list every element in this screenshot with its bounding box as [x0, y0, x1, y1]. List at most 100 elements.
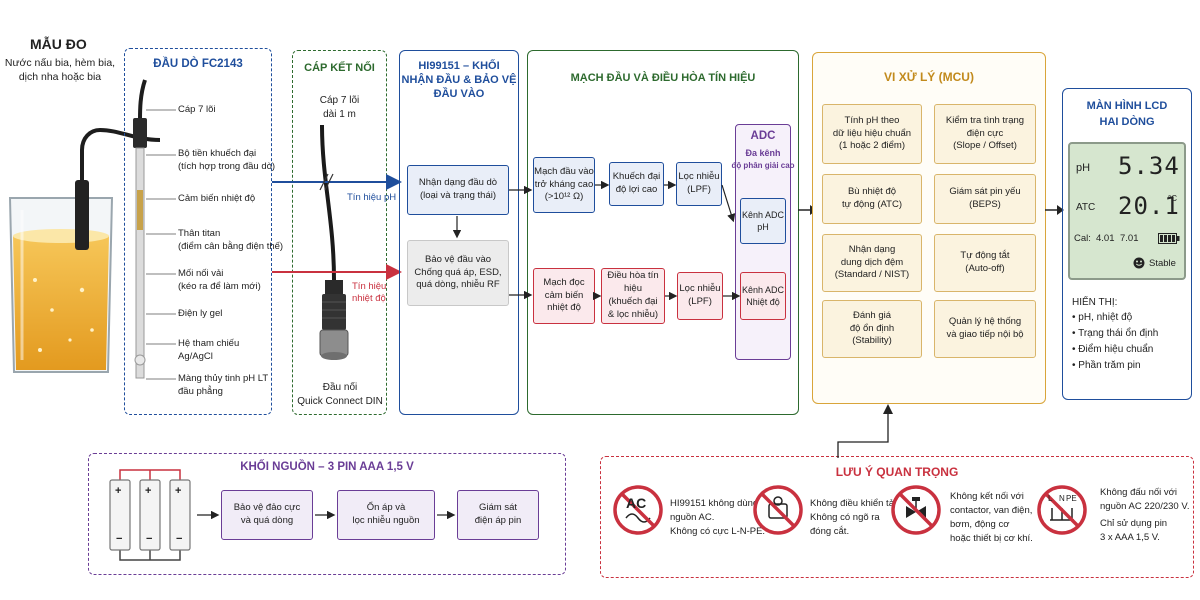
temp-conditioning-box: Điều hòa tín hiệu (khuếch đại & lọc nhiễ…: [601, 268, 665, 324]
battery-2-minus: −: [146, 533, 153, 545]
mcu-item-3-l1: Bù nhiệt độ: [847, 186, 897, 198]
probe-illustration: [75, 79, 160, 379]
note-3-line-4: hoặc thiết bị cơ khí.: [950, 533, 1033, 544]
lcd-cal-1: 4.01: [1096, 233, 1115, 244]
ph-input-line-2: trở kháng cao: [534, 178, 594, 190]
probe-label-preamp: Bộ tiền khuếch đại: [178, 148, 257, 159]
lcd-ph-label: pH: [1076, 162, 1091, 174]
mains-pe-label: PE: [1066, 494, 1077, 503]
power-b1-line-2: và quá dòng: [240, 515, 294, 526]
input-block-title-2: NHẬN ĐẦU & BẢO VỆ: [401, 74, 517, 86]
ph-lpf-line-2: (LPF): [687, 184, 711, 195]
note-1-line-2: nguồn AC.: [670, 512, 715, 523]
lcd-temp-value: 20.1: [1118, 192, 1180, 220]
conditioning-section: [527, 50, 799, 415]
power-b3-line-2: điện áp pin: [474, 515, 522, 526]
ph-input-line-3: (>10¹² Ω): [544, 191, 584, 203]
mcu-item-atc: Bù nhiệt độ tự động (ATC): [822, 174, 922, 224]
probe-label-preamp-note: (tích hợp trong đầu dò): [178, 161, 276, 172]
battery-icon: [1158, 233, 1180, 244]
temp-input-line-1: Mạch đọc: [543, 276, 585, 288]
temp-input-line-2: cảm biến: [544, 289, 584, 301]
lcd-show-item-3-text: Điểm hiệu chuẩn: [1078, 344, 1154, 355]
adc-ph-channel: Kênh ADC pH: [740, 198, 786, 244]
probe-label-glass: Màng thủy tinh pH LT: [178, 373, 269, 384]
sample-desc-2: dịch nha hoặc bia: [18, 71, 102, 83]
note-4-line-2: nguồn AC 220/230 V.: [1100, 501, 1190, 512]
cable-section: [292, 50, 387, 415]
lcd-title-1: MÀN HÌNH LCD: [1086, 100, 1168, 112]
input-protect-line-2: Chống quá áp, ESD,: [414, 266, 502, 278]
no-ac-icon-text: AC: [626, 495, 647, 511]
note-1-line-3: Không có cực L-N-PE.: [670, 526, 766, 537]
signal-temp-label-2: nhiệt độ: [352, 293, 386, 304]
lcd-show-item-3: • Điểm hiệu chuẩn: [1072, 344, 1154, 355]
mcu-item-6-l1: Tự động tắt: [960, 250, 1010, 262]
note-2-line-1: Không điều khiển tải.: [810, 498, 899, 509]
no-valve-icon: [891, 485, 941, 535]
mcu-item-2-l1: Kiểm tra tình trạng: [945, 114, 1025, 126]
mains-l-label: L: [1048, 494, 1053, 503]
note-4-line-4: 3 x AAA 1,5 V.: [1100, 532, 1160, 543]
temp-input-line-3: nhiệt độ: [547, 302, 581, 314]
sample-title: MẪU ĐO: [30, 36, 87, 52]
battery-pack-illustration: [109, 469, 191, 561]
probe-label-reference: Hệ tham chiếu: [178, 338, 240, 349]
probe-label-reference-note: Ag/AgCl: [178, 351, 213, 362]
signal-ph-label: Tín hiệu pH: [347, 192, 397, 203]
probe-label-junction: Mối nối vải: [178, 268, 224, 279]
cable-title: CÁP KẾT NỐI: [304, 62, 375, 74]
notes-section: [600, 456, 1194, 578]
temp-input-circuit-box: Mạch đọc cảm biến nhiệt độ: [533, 268, 595, 324]
no-load-control-icon: [753, 485, 803, 535]
probe-section: [124, 48, 272, 415]
probe-leader-lines: [146, 109, 176, 380]
power-b3-line-1: Giám sát: [478, 502, 517, 514]
lcd-stable: Stable: [1149, 258, 1176, 269]
lcd-show-item-4: • Phần trăm pin: [1072, 360, 1141, 371]
lcd-show-item-2-text: Trạng thái ổn định: [1078, 328, 1159, 339]
ph-input-circuit-box: Mạch đầu vào trở kháng cao (>10¹² Ω): [533, 157, 595, 213]
lcd-screen: [1068, 142, 1186, 280]
battery-1-plus: +: [115, 485, 122, 497]
probe-title: ĐẦU DÒ FC2143: [153, 58, 243, 70]
mcu-item-5-l3: (Standard / NIST): [834, 269, 910, 281]
mcu-item-system-mgmt: Quản lý hệ thống và giao tiếp nội bộ: [934, 300, 1036, 358]
lcd-show-item-2: • Trạng thái ổn định: [1072, 328, 1159, 339]
mcu-title: VI XỬ LÝ (MCU): [884, 70, 974, 84]
probe-label-cable: Cáp 7 lõi: [178, 104, 216, 115]
probe-label-junction-note: (kéo ra để làm mới): [178, 281, 261, 292]
mains-n-label: N: [1059, 494, 1065, 503]
temp-cond-line-1: Điều hòa tín hiệu: [607, 270, 659, 295]
input-protect-box: Bảo vệ đầu vào Chống quá áp, ESD, quá dò…: [407, 240, 509, 306]
signal-temp-label-1: Tín hiệu: [352, 281, 387, 292]
note-1-line-1: HI99151 không dùng: [670, 498, 759, 509]
connector-label-2: Quick Connect DIN: [297, 396, 383, 407]
adc-temp-line-1: Kênh ADC: [741, 284, 785, 295]
battery-2-plus: +: [145, 485, 152, 497]
sample-desc-1: Nước nấu bia, hèm bia,: [4, 57, 116, 69]
probe-label-gel: Điện ly gel: [178, 308, 223, 319]
mcu-item-2-l2: điện cực: [966, 127, 1004, 139]
notes-to-mcu-arrow: [837, 404, 893, 458]
input-protect-line-3: quá dòng, nhiễu RF: [416, 279, 500, 291]
note-3-line-2: contactor, van điện,: [950, 505, 1033, 516]
cable-illustration: [319, 124, 349, 360]
note-4-line-3: Chỉ sử dụng pin: [1100, 518, 1168, 529]
mcu-item-7-l1: Đánh giá: [852, 309, 892, 321]
mcu-item-5-l2: dung dịch đệm: [840, 256, 904, 268]
connector-label-1: Đầu nối: [322, 382, 358, 393]
lcd-show-title: HIỂN THỊ:: [1072, 297, 1118, 308]
mcu-item-8-l2: và giao tiếp nội bộ: [946, 329, 1024, 340]
lcd-cal-2: 7.01: [1120, 233, 1139, 244]
mcu-item-6-l2: (Auto-off): [965, 263, 1005, 274]
battery-3-plus: +: [175, 485, 182, 497]
power-title: KHỐI NGUỒN – 3 PIN AAA 1,5 V: [240, 461, 414, 473]
mcu-item-5-l1: Nhận dạng: [848, 243, 896, 255]
lcd-ph-value: 5.34: [1118, 152, 1180, 180]
mcu-item-4-l2: (BEPS): [969, 199, 1001, 210]
probe-label-glass-note: đầu phẳng: [178, 386, 223, 397]
temp-lpf-line-1: Lọc nhiễu: [679, 283, 721, 295]
adc-title: ADC: [750, 130, 776, 142]
input-block-title-1: HI99151 – KHỐI: [418, 60, 500, 72]
